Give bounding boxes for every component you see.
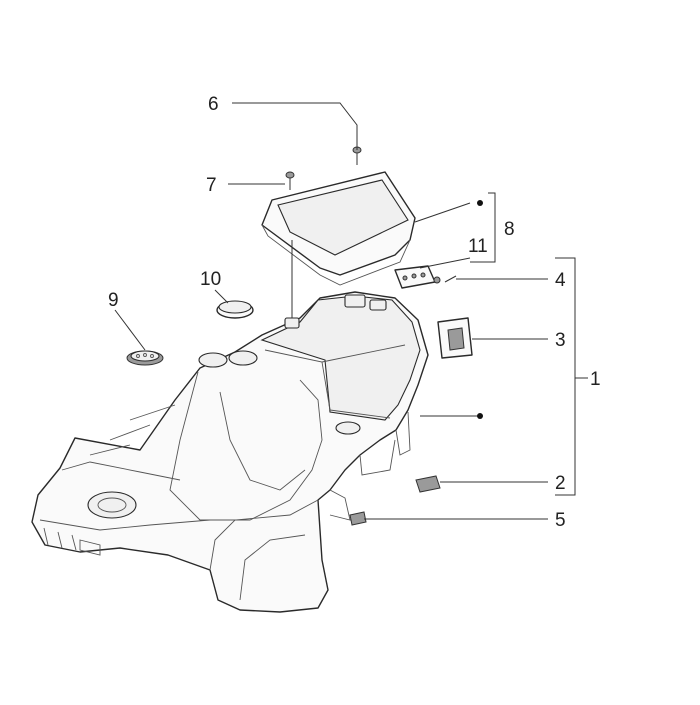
callout-7: 7	[206, 175, 217, 196]
bracket-part-3	[437, 317, 473, 359]
cap-part-10	[216, 300, 254, 319]
callout-1: 1	[590, 369, 601, 390]
leader-dot-8	[477, 200, 483, 206]
compartment-lid	[261, 171, 416, 286]
leader-lines	[114, 102, 588, 520]
callout-5: 5	[555, 510, 566, 531]
pin-part-4	[444, 275, 457, 283]
leader-dot-1	[477, 413, 483, 419]
callout-10: 10	[200, 269, 221, 290]
clip-part-5	[349, 511, 367, 526]
callout-2: 2	[555, 473, 566, 494]
callout-9: 9	[108, 290, 119, 311]
grommet-part-9	[126, 350, 164, 366]
callout-6: 6	[208, 94, 219, 115]
callout-8: 8	[504, 219, 515, 240]
clip-part-2	[415, 475, 441, 493]
plug-part-11	[394, 265, 441, 289]
callout-4: 4	[555, 270, 566, 291]
callout-3: 3	[555, 330, 566, 351]
screw-part-7	[285, 171, 295, 190]
helmet-compartment-body	[31, 291, 429, 613]
callout-11: 11	[468, 236, 488, 257]
